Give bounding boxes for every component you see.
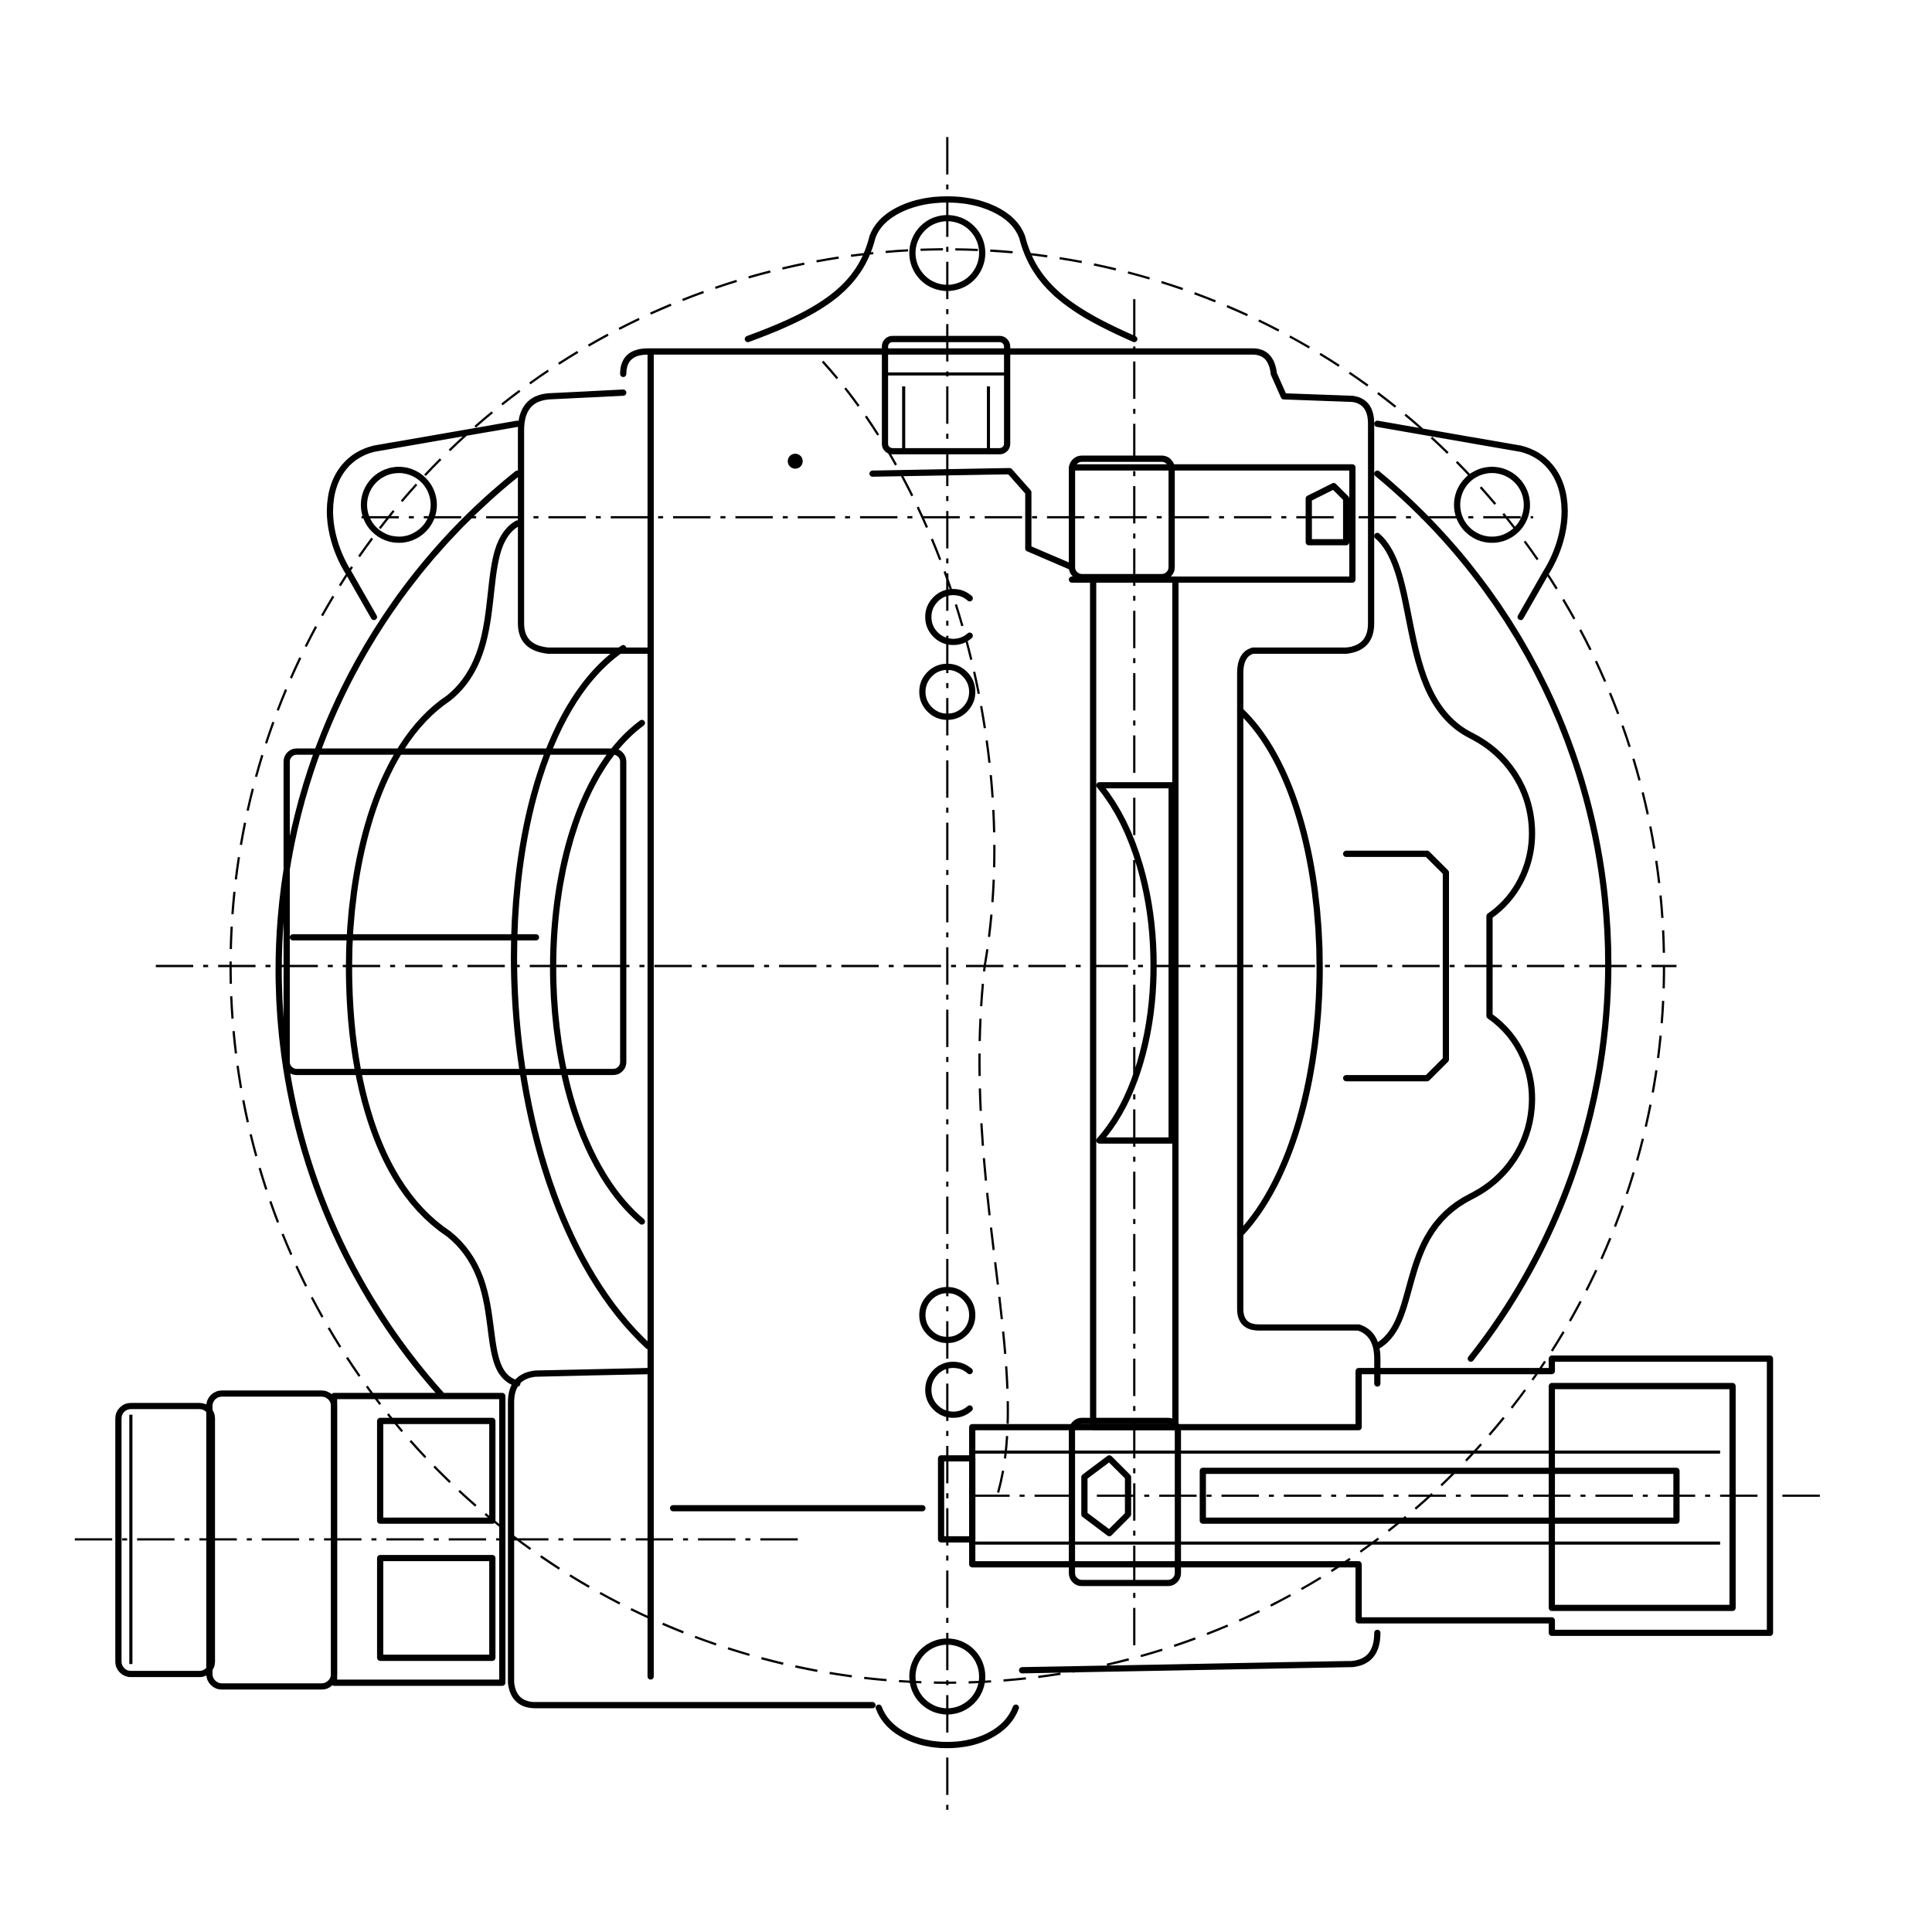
housing-right-scallop [1374,532,1536,1349]
right-lug [1374,420,1568,621]
reference-point [787,454,803,469]
port-upper [919,663,976,720]
port-lower [919,1287,976,1343]
right-bolt-hole [1454,467,1530,543]
housing-right-arc [1374,470,1612,1362]
housing-left-scallop [345,520,521,1387]
valve-inner [1549,1383,1736,1611]
valve-needle [1081,1455,1131,1536]
upper-left-flange [518,389,651,654]
housing-left-arc [275,470,521,1400]
port-upper-c [925,589,973,645]
port-lower-c [925,1362,973,1418]
top-plug [882,335,1011,454]
fitting-collar [331,1393,506,1686]
upper-valve-tip [1305,483,1349,546]
right-boss [1342,850,1449,1082]
fitting-window-top [376,1417,496,1524]
upper-valve [869,464,1356,583]
left-lug [326,420,521,621]
valve-spool [1199,1468,1680,1524]
left-bolt-hole [360,467,437,543]
bottom-bolt-hole [909,1638,985,1715]
inner-right-arc [1236,707,1323,1237]
valve-cartridge [969,1355,1774,1636]
left-boss [283,748,627,1076]
top-bolt-hole [909,215,985,291]
rod-window [1096,782,1175,1144]
hidden-passage [821,360,1009,1496]
main-body [620,348,1381,1387]
valve-stub [937,1455,976,1543]
top-lug [744,196,1138,342]
lower-body [508,1368,1381,1709]
inner-left-arc-2 [549,719,645,1225]
bottom-lug [876,1704,1019,1748]
fitting-window-bottom [376,1555,496,1662]
inner-left-arc [511,645,651,1349]
valve-nut [1069,1417,1182,1587]
